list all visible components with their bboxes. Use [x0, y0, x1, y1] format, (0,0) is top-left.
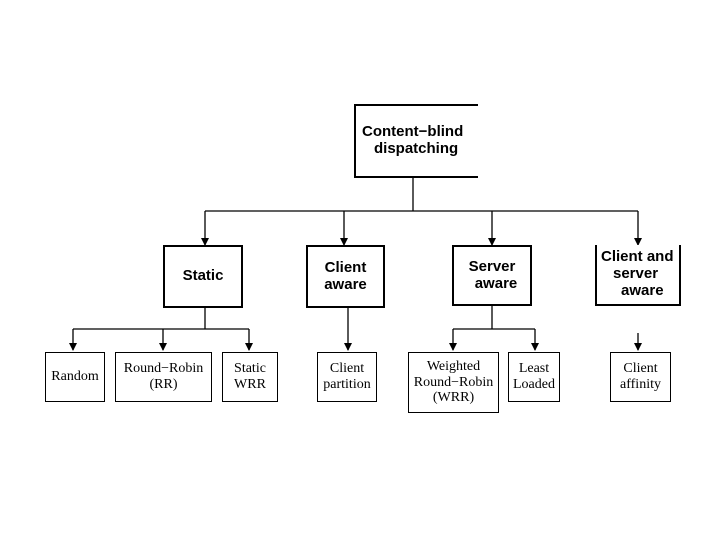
client-affinity-line-2: affinity: [620, 377, 661, 392]
client-partition-line-2: partition: [323, 377, 371, 392]
static-label: Static: [182, 267, 224, 285]
category-node-static: Static: [163, 245, 243, 308]
category-node-client-and-server-aware: Client and server aware: [595, 245, 681, 306]
client-aware-line-1: Client: [324, 258, 367, 276]
leaf-node-client-partition: Client partition: [317, 352, 377, 402]
least-loaded-line-1: Least: [518, 361, 550, 377]
leaf-node-static-wrr: Static WRR: [222, 352, 278, 402]
root-line-1: Content−blind: [362, 123, 464, 141]
client-server-aware-line-2: server: [613, 265, 659, 283]
client-server-aware-line-1: Client and: [601, 248, 674, 266]
client-affinity-line-1: Client: [623, 361, 658, 377]
round-robin-line-2: (RR): [149, 377, 178, 392]
least-loaded-line-2: Loaded: [513, 377, 555, 392]
client-server-aware-line-3: aware: [621, 281, 664, 299]
category-node-server-aware: Server aware: [452, 245, 532, 306]
weighted-rr-line-3: (WRR): [432, 390, 475, 406]
leaf-node-round-robin: Round−Robin (RR): [115, 352, 212, 402]
weighted-rr-line-1: Weighted: [426, 358, 481, 374]
static-wrr-line-1: Static: [234, 361, 266, 377]
root-line-2: dispatching: [374, 140, 459, 157]
root-node-content-blind-dispatching: Content−blind dispatching: [354, 104, 478, 178]
client-partition-line-1: Client: [329, 361, 365, 377]
leaf-node-weighted-round-robin: Weighted Round−Robin (WRR): [408, 352, 499, 413]
weighted-rr-line-2: Round−Robin: [413, 374, 494, 390]
round-robin-line-1: Round−Robin: [123, 361, 204, 377]
leaf-node-least-loaded: Least Loaded: [508, 352, 560, 402]
server-aware-line-2: aware: [474, 274, 518, 292]
static-wrr-line-2: WRR: [234, 377, 266, 392]
leaf-node-random: Random: [45, 352, 105, 402]
random-label: Random: [51, 369, 99, 385]
category-node-client-aware: Client aware: [306, 245, 385, 308]
leaf-node-client-affinity: Client affinity: [610, 352, 671, 402]
client-aware-line-2: aware: [324, 275, 367, 293]
server-aware-line-1: Server: [468, 257, 516, 275]
